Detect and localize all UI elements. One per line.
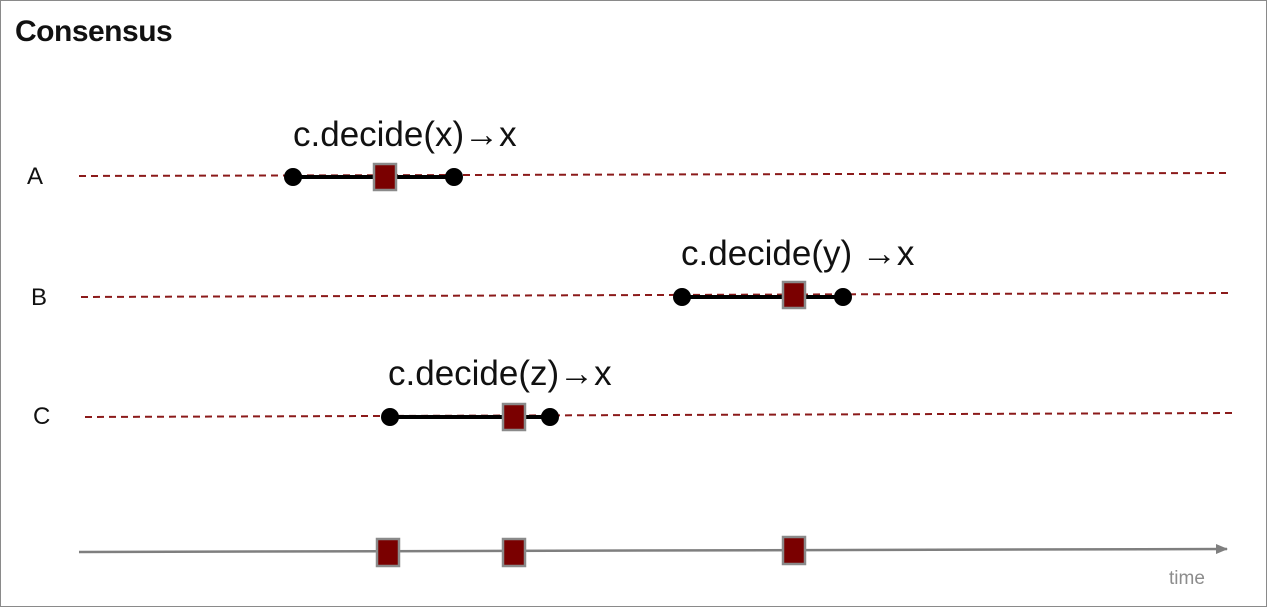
process-a-linearization-marker [372, 162, 398, 192]
process-c-label: C [33, 403, 50, 430]
time-axis-label: time [1169, 568, 1205, 589]
time-axis-arrow [78, 544, 1228, 555]
process-b-timeline [80, 292, 1234, 298]
process-c-timeline [84, 412, 1238, 418]
process-b-response-point [834, 288, 852, 306]
time-axis: time [78, 535, 1228, 589]
process-b: B c.decide(y) →x [31, 234, 1234, 311]
time-axis-marker-a [375, 537, 401, 568]
time-axis-marker-b [781, 535, 807, 566]
process-c-invocation-point [381, 408, 399, 426]
process-c-operation-label: c.decide(z)→x [388, 354, 612, 393]
process-b-linearization-marker [781, 280, 807, 310]
time-axis-marker-c [501, 537, 527, 568]
process-a-label: A [27, 163, 43, 190]
process-a-timeline [78, 172, 1230, 177]
process-c-response-point [541, 408, 559, 426]
process-b-operation-label: c.decide(y) →x [681, 234, 915, 273]
process-b-invocation-point [673, 288, 691, 306]
diagram-title: Consensus [15, 15, 173, 48]
process-a: A c.decide(x)→x [27, 115, 1230, 192]
process-a-invocation-point [284, 168, 302, 186]
process-a-response-point [445, 168, 463, 186]
process-b-label: B [31, 284, 47, 311]
process-c-linearization-marker [501, 402, 527, 432]
process-a-operation-label: c.decide(x)→x [293, 115, 517, 154]
process-c: C c.decide(z)→x [33, 354, 1238, 432]
